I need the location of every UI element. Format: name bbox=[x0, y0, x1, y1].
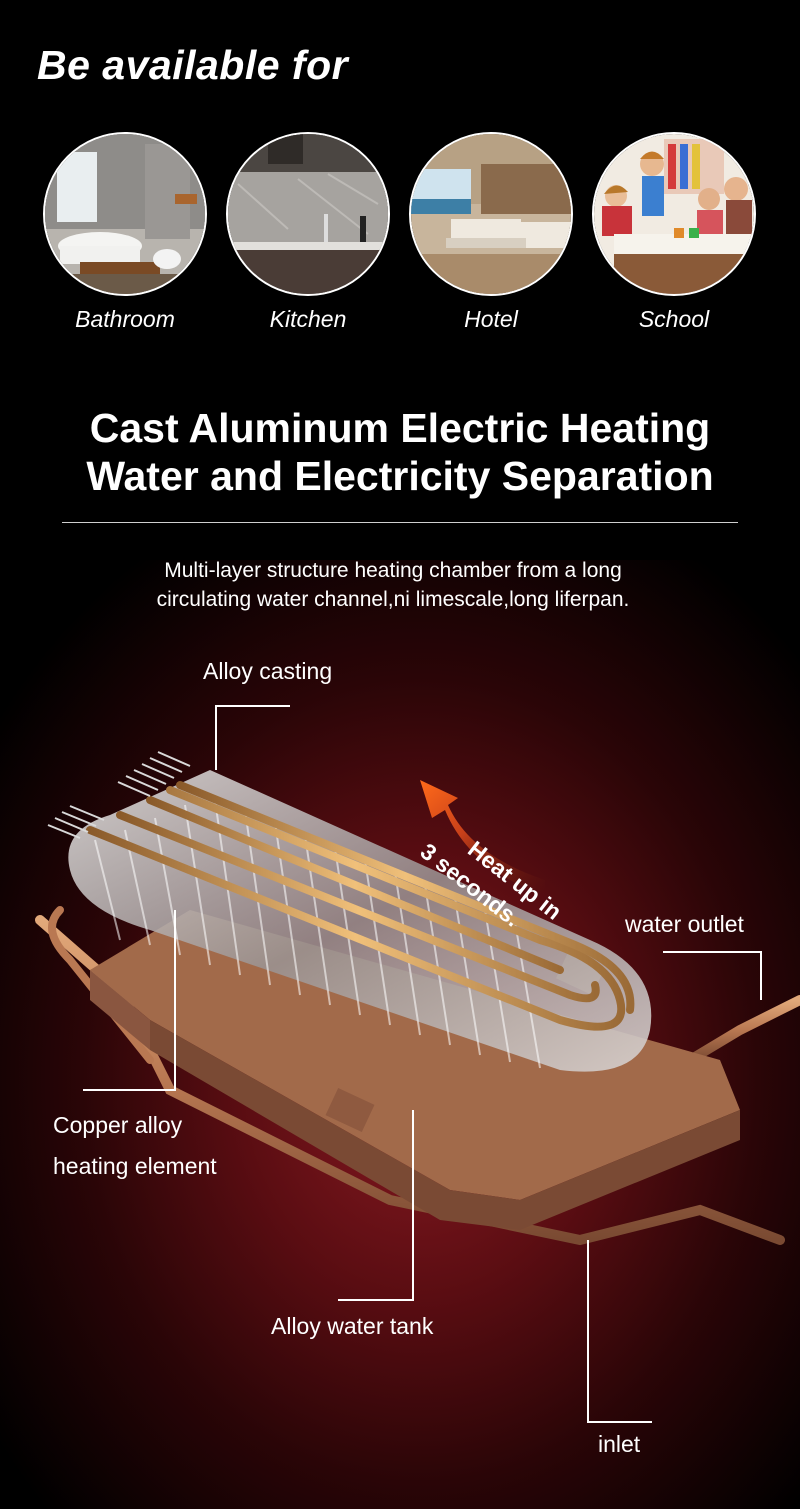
feature-title-line2: Water and Electricity Separation bbox=[86, 453, 714, 499]
label-alloy-casting: Alloy casting bbox=[203, 658, 333, 684]
scene-label-hotel: Hotel bbox=[464, 306, 518, 332]
heating-element-illustration bbox=[35, 751, 800, 1246]
feature-title: Cast Aluminum Electric Heating Water and… bbox=[0, 404, 800, 500]
feature-description-line2: circulating water channel,ni limescale,l… bbox=[156, 588, 630, 611]
scene-bathroom: Bathroom bbox=[43, 132, 207, 333]
label-copper-alloy-line1: Copper alloy bbox=[53, 1112, 183, 1138]
label-water-outlet: water outlet bbox=[625, 911, 744, 937]
feature-title-line1: Cast Aluminum Electric Heating bbox=[89, 405, 711, 451]
page-title: Be available for bbox=[37, 42, 349, 88]
scene-school: School bbox=[592, 132, 756, 333]
feature-description-line1: Multi-layer structure heating chamber fr… bbox=[164, 559, 622, 582]
heat-arrow-icon bbox=[420, 780, 545, 895]
title-divider bbox=[62, 522, 738, 523]
scene-label-bathroom: Bathroom bbox=[75, 306, 175, 332]
feature-description: Multi-layer structure heating chamber fr… bbox=[0, 556, 786, 614]
label-copper-alloy-line2: heating element bbox=[53, 1153, 217, 1179]
scene-label-school: School bbox=[638, 306, 710, 332]
school-photo-icon bbox=[592, 132, 756, 296]
label-alloy-water-tank: Alloy water tank bbox=[271, 1313, 434, 1339]
application-scenes: Bathroom Kitchen bbox=[0, 132, 800, 342]
scene-kitchen: Kitchen bbox=[226, 132, 390, 333]
label-inlet: inlet bbox=[598, 1431, 641, 1457]
scene-label-kitchen: Kitchen bbox=[269, 306, 347, 332]
hotel-photo-icon bbox=[409, 132, 573, 296]
scene-hotel: Hotel bbox=[409, 132, 573, 333]
